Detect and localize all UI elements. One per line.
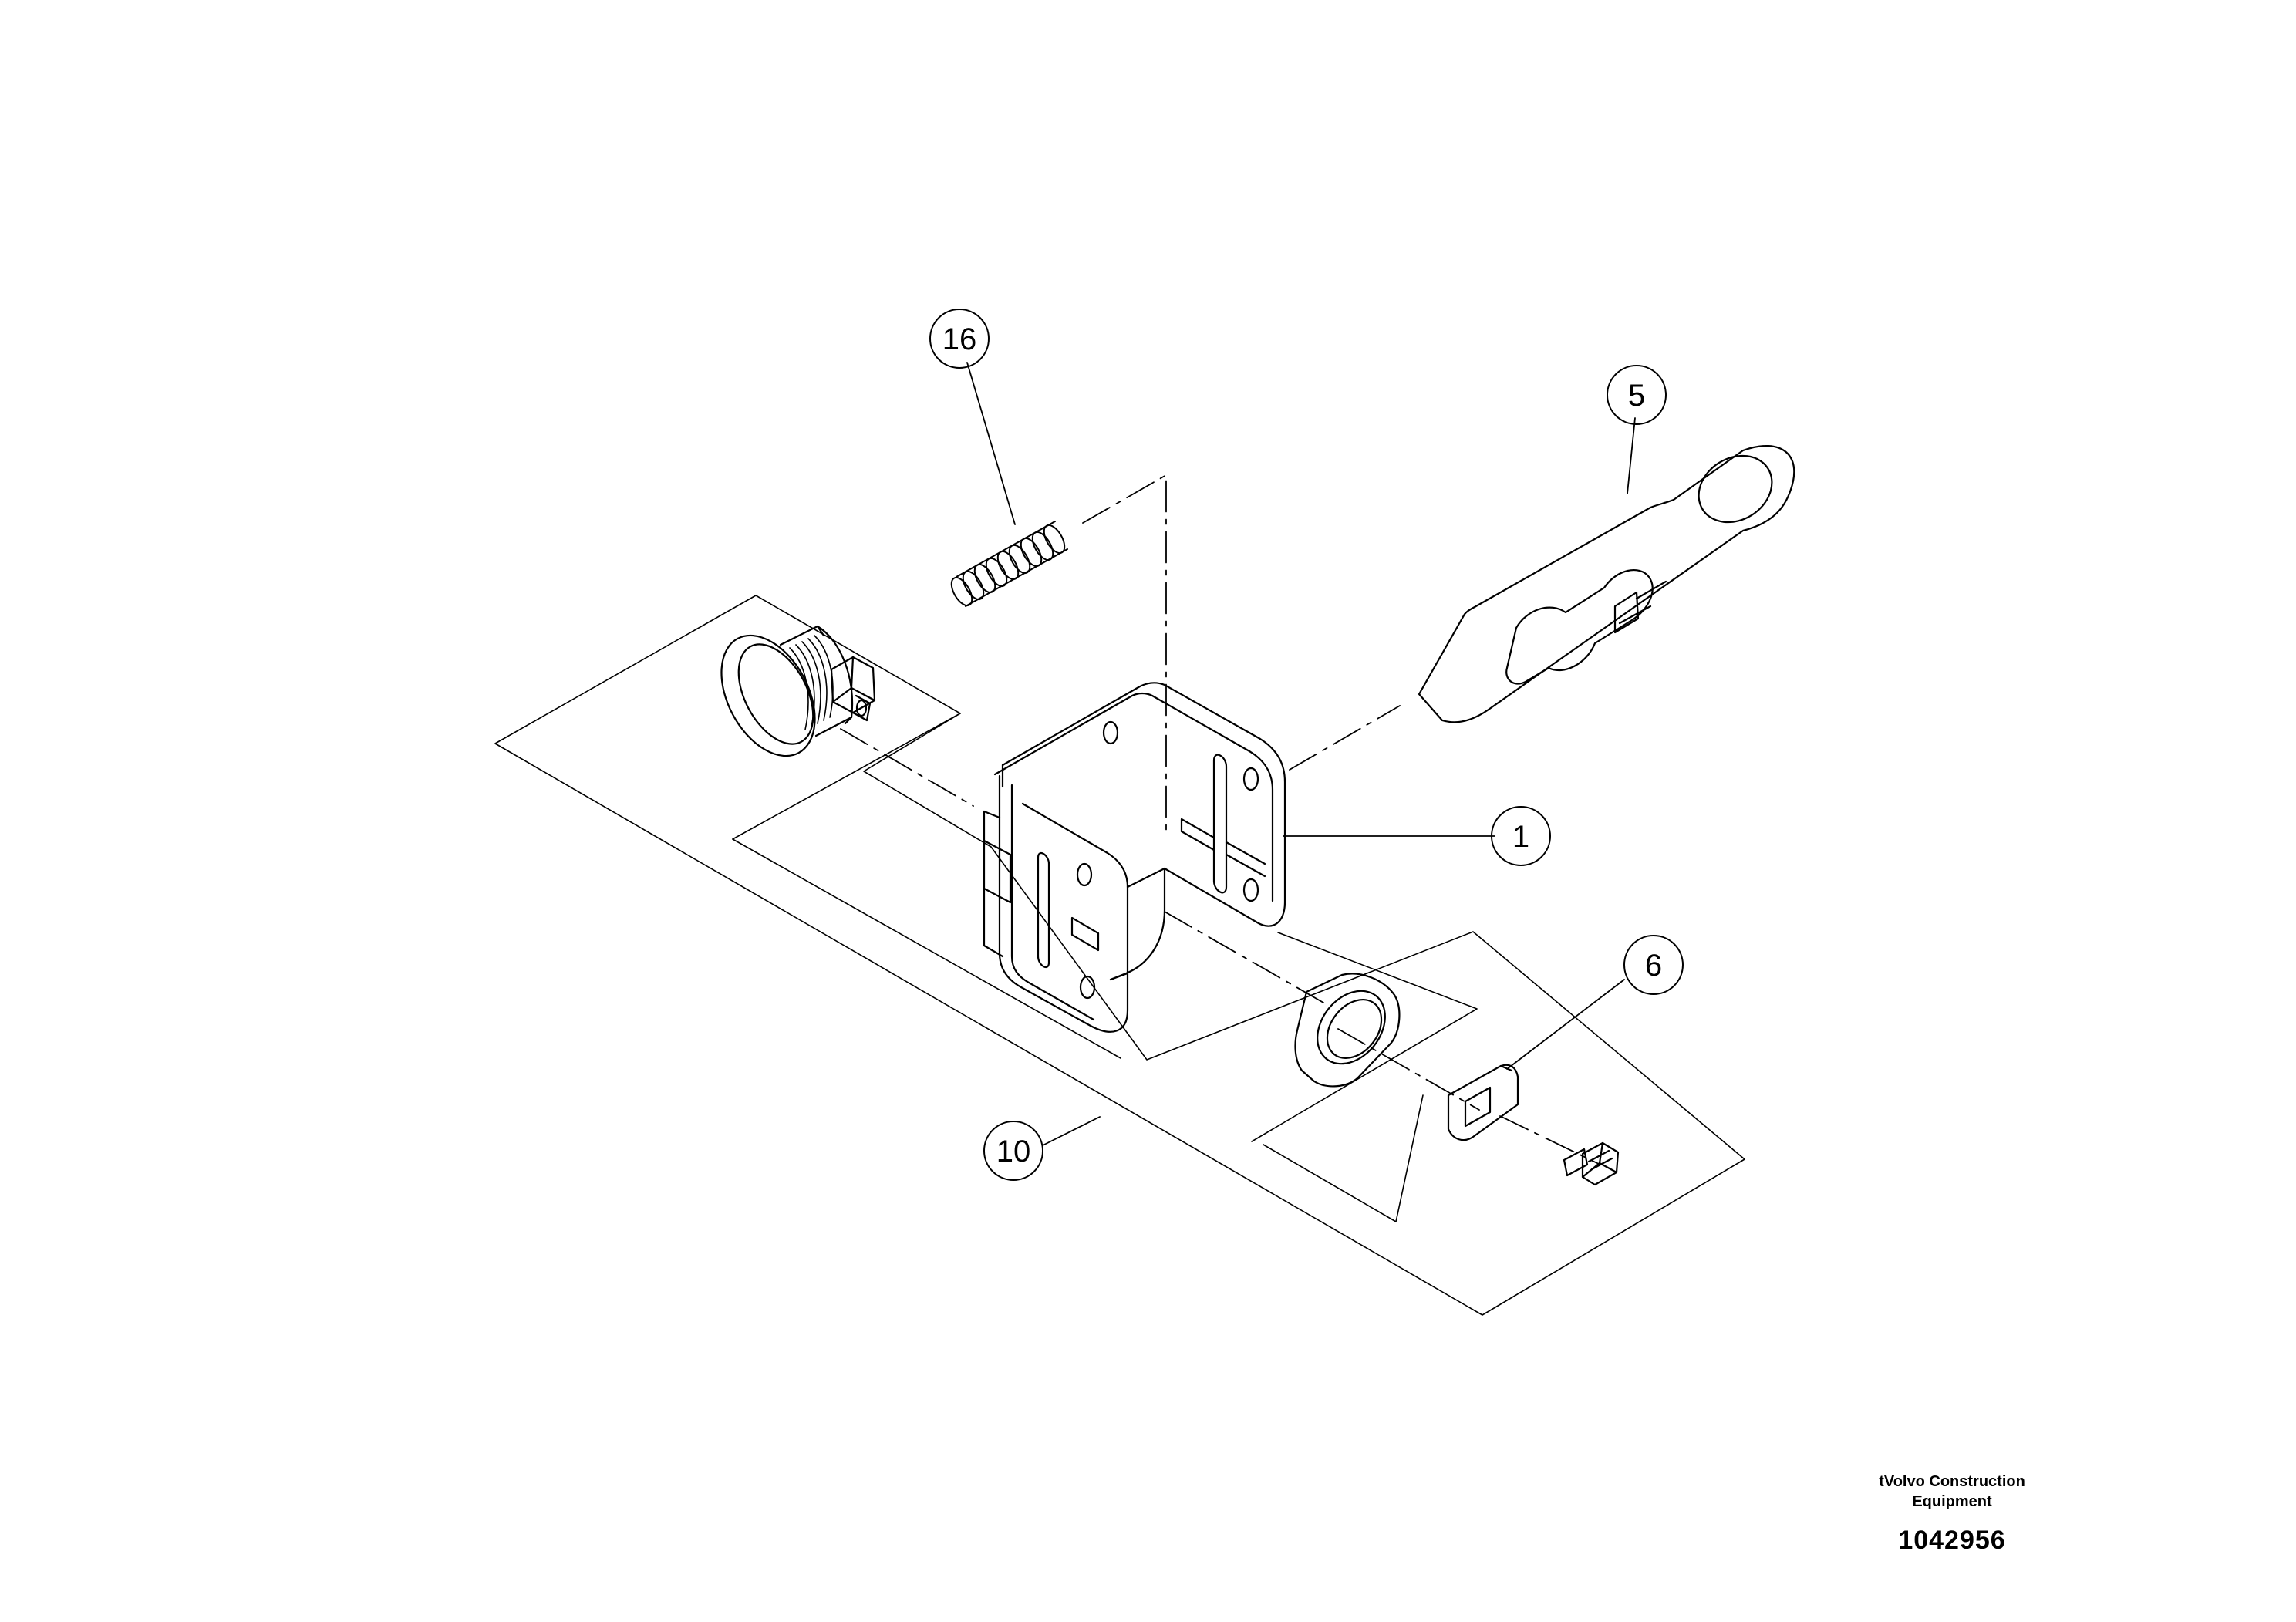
callout-10: 10 xyxy=(996,1135,1031,1168)
nut-icon xyxy=(1294,973,1401,1088)
company-name-line1: tVolvo Construction xyxy=(1879,1473,2025,1490)
callout-5: 5 xyxy=(1628,379,1645,413)
title-block: tVolvo Construction Equipment 1042956 xyxy=(1790,1472,2114,1556)
callout-circles xyxy=(929,309,1684,1181)
callout-16: 16 xyxy=(942,322,977,356)
callout-1: 1 xyxy=(1512,820,1529,854)
company-name-line2: Equipment xyxy=(1912,1493,1992,1510)
washer-icon xyxy=(1447,1064,1519,1141)
drawing-number: 1042956 xyxy=(1898,1526,2006,1555)
leader-lines xyxy=(966,362,1636,1146)
lock-cylinder-icon xyxy=(720,625,876,757)
screw-icon xyxy=(1563,1141,1620,1186)
callout-6: 6 xyxy=(1645,949,1662,983)
bracket-icon xyxy=(983,682,1286,1033)
spring-icon xyxy=(950,521,1068,607)
centerlines xyxy=(840,474,1601,1165)
plate-icon xyxy=(1418,444,1795,723)
